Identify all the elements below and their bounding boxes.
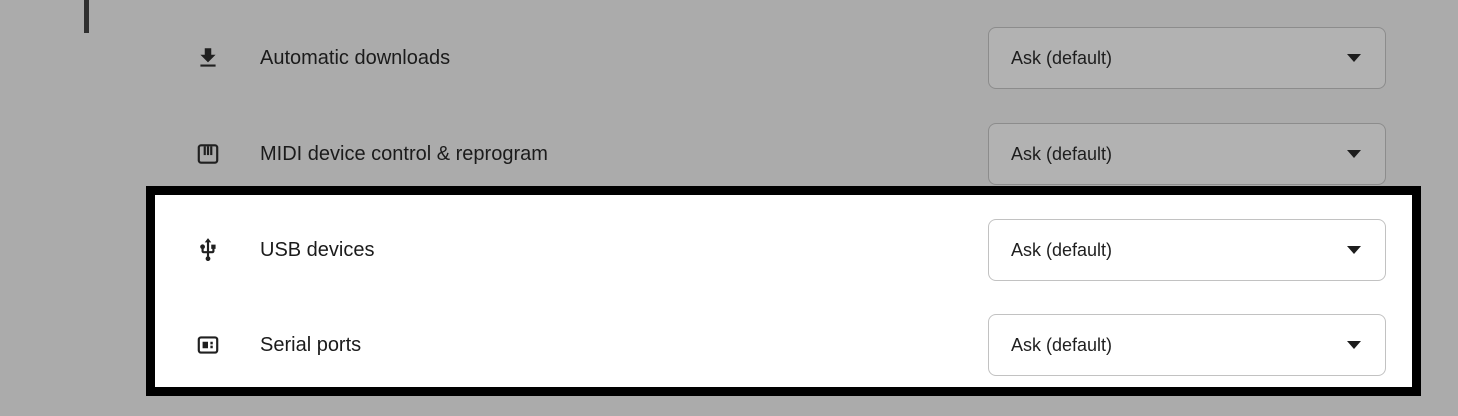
dropdown-value: Ask (default) [1011,47,1113,68]
automatic-downloads-dropdown[interactable]: Ask (default) [988,27,1386,89]
serial-port-icon [194,331,222,359]
usb-icon [194,236,222,264]
chevron-down-icon [1347,150,1361,158]
download-icon [194,44,222,72]
usb-devices-dropdown[interactable]: Ask (default) [988,219,1386,281]
permission-label: Automatic downloads [260,47,451,69]
chevron-down-icon [1347,341,1361,349]
permission-label: USB devices [260,239,375,261]
midi-dropdown[interactable]: Ask (default) [988,123,1386,185]
dropdown-value: Ask (default) [1011,239,1113,260]
serial-ports-dropdown[interactable]: Ask (default) [988,314,1386,376]
page-edge-line [84,0,89,33]
chevron-down-icon [1347,246,1361,254]
dropdown-value: Ask (default) [1011,334,1113,355]
midi-icon [194,140,222,168]
chevron-down-icon [1347,54,1361,62]
permission-label: MIDI device control & reprogram [260,143,548,165]
permission-label: Serial ports [260,334,362,356]
dropdown-value: Ask (default) [1011,143,1113,164]
